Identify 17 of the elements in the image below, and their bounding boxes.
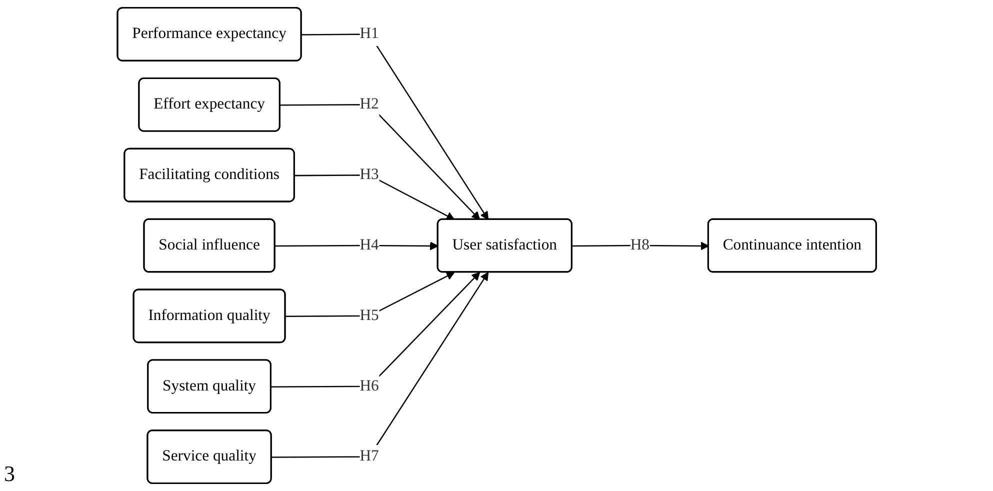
arrow [271,272,488,458]
arrow [294,174,454,220]
arrow [572,242,709,250]
edge-label: H5 [359,307,379,324]
edge-label: H6 [359,378,379,394]
arrow [274,242,438,250]
edge-label: H1 [359,25,379,42]
edge-label: H3 [359,166,379,183]
edge-label: H2 [359,96,379,112]
edge-label: H7 [359,448,379,465]
arrow [280,104,480,220]
arrow [301,34,488,220]
arrow [270,272,480,388]
page-number: 3 [4,461,15,486]
edge-label: H8 [630,236,650,254]
edge-label: H4 [359,236,379,254]
arrow [285,272,454,318]
